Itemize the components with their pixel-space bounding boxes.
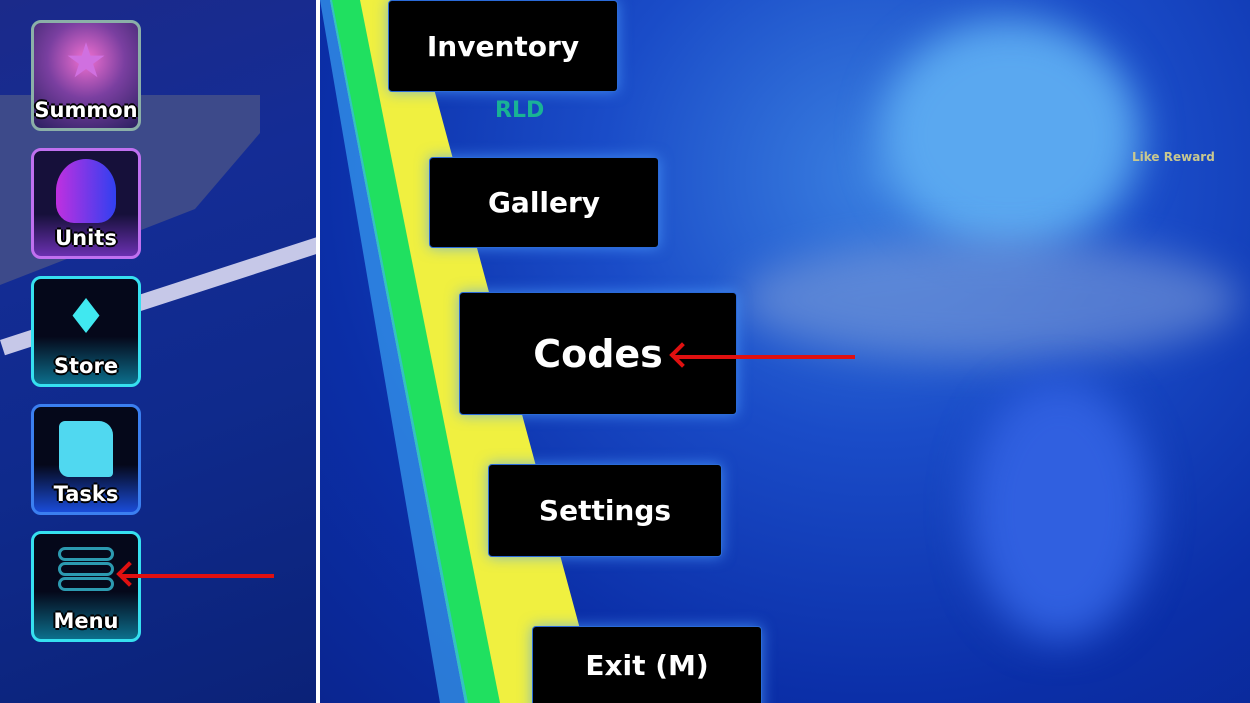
codes-button[interactable]: Codes xyxy=(459,292,737,415)
menu-button[interactable]: Menu xyxy=(31,531,141,642)
tasks-button[interactable]: Tasks xyxy=(31,404,141,515)
unit-silhouette-icon xyxy=(56,159,116,223)
game-view-right: RLD Like Reward Inventory Gallery Codes … xyxy=(320,0,1250,703)
settings-button[interactable]: Settings xyxy=(488,464,722,557)
store-label: Store xyxy=(53,354,119,378)
gallery-label: Gallery xyxy=(487,186,601,219)
settings-label: Settings xyxy=(538,494,672,527)
like-reward-label: Like Reward xyxy=(1132,150,1215,164)
diamond-icon: ♦ xyxy=(64,289,108,345)
inventory-label: Inventory xyxy=(426,29,580,63)
codes-label: Codes xyxy=(533,331,663,376)
star-icon: ★ xyxy=(64,33,108,89)
tasks-label: Tasks xyxy=(53,482,119,506)
store-button[interactable]: ♦ Store xyxy=(31,276,141,387)
panel-divider xyxy=(316,0,320,703)
gallery-button[interactable]: Gallery xyxy=(429,157,659,248)
exit-button[interactable]: Exit (M) xyxy=(532,626,762,703)
game-view-left: ★ Summon Units ♦ Store Tasks Menu xyxy=(0,0,316,703)
inventory-button[interactable]: Inventory xyxy=(388,0,618,92)
units-label: Units xyxy=(55,226,117,250)
scroll-icon xyxy=(59,417,113,477)
summon-label: Summon xyxy=(34,98,138,122)
annotation-arrow-menu xyxy=(116,561,274,587)
world-sign-text: RLD xyxy=(495,98,545,123)
units-button[interactable]: Units xyxy=(31,148,141,259)
annotation-arrow-codes xyxy=(669,342,855,368)
exit-label: Exit (M) xyxy=(585,648,709,682)
hamburger-icon xyxy=(34,546,138,592)
summon-button[interactable]: ★ Summon xyxy=(31,20,141,131)
menu-label: Menu xyxy=(53,609,119,633)
